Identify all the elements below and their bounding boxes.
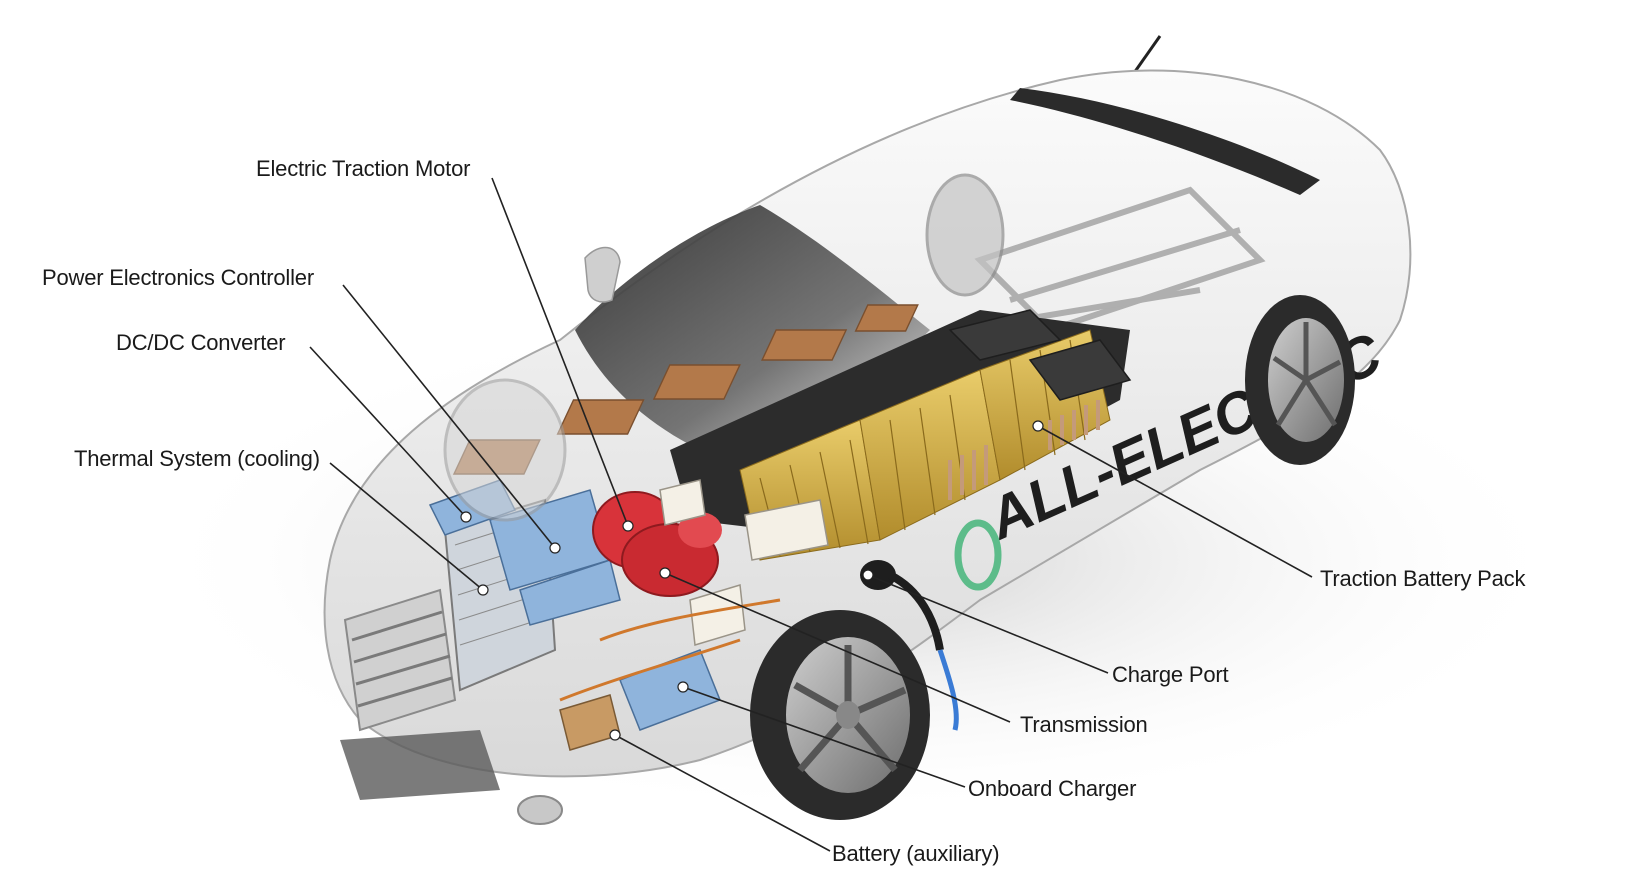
fog-light (517, 795, 563, 825)
dot-motor (622, 520, 634, 532)
grille-slats (351, 610, 453, 708)
leader-pec (342, 284, 556, 549)
label-onboard-charger: Onboard Charger (968, 776, 1137, 801)
traction-motor (592, 491, 722, 597)
rear-wheel (1245, 295, 1355, 465)
callout-dots (460, 420, 1044, 741)
dot-thermal (477, 584, 489, 596)
leader-thermal (329, 462, 484, 591)
label-dc-dc-converter: DC/DC Converter (116, 330, 286, 355)
leader-motor (491, 177, 629, 527)
dot-dcdc (460, 511, 472, 523)
label-electric-traction-motor: Electric Traction Motor (256, 156, 471, 181)
dark-battery-blocks (948, 309, 1132, 401)
label-transmission: Transmission (1020, 712, 1148, 737)
dot-onboard-charger (677, 681, 689, 693)
side-mirror (584, 246, 621, 303)
leader-dcdc (309, 346, 467, 518)
front-grille (343, 588, 457, 732)
coolant-tanks (659, 479, 829, 646)
label-power-electronics-controller: Power Electronics Controller (42, 265, 314, 290)
front-inner-wheel (443, 378, 567, 522)
leader-transmission (664, 572, 1011, 723)
dot-charge-port (862, 569, 874, 581)
dot-pec (549, 542, 561, 554)
label-thermal-system: Thermal System (cooling) (74, 446, 320, 471)
battery-fins (948, 400, 1100, 500)
leader-battery-pack (1037, 425, 1313, 578)
lower-grille (340, 730, 500, 800)
orange-cables (559, 598, 781, 702)
charge-port-assembly (860, 560, 959, 731)
leader-lines (309, 177, 1313, 852)
label-traction-battery-pack: Traction Battery Pack (1320, 566, 1526, 591)
label-battery-auxiliary: Battery (auxiliary) (832, 841, 1000, 866)
dot-battery-pack (1032, 420, 1044, 432)
green-emblem (954, 519, 1002, 591)
dot-aux-battery (609, 729, 621, 741)
label-charge-port: Charge Port (1112, 662, 1229, 687)
leader-charge-port (867, 574, 1109, 674)
rear-inner-wheel (925, 173, 1005, 297)
dot-transmission (659, 567, 671, 579)
front-wheel (750, 610, 930, 820)
leader-onboard-charger (682, 686, 966, 788)
roof-stripe (1010, 88, 1320, 195)
leader-aux-battery (614, 734, 831, 852)
